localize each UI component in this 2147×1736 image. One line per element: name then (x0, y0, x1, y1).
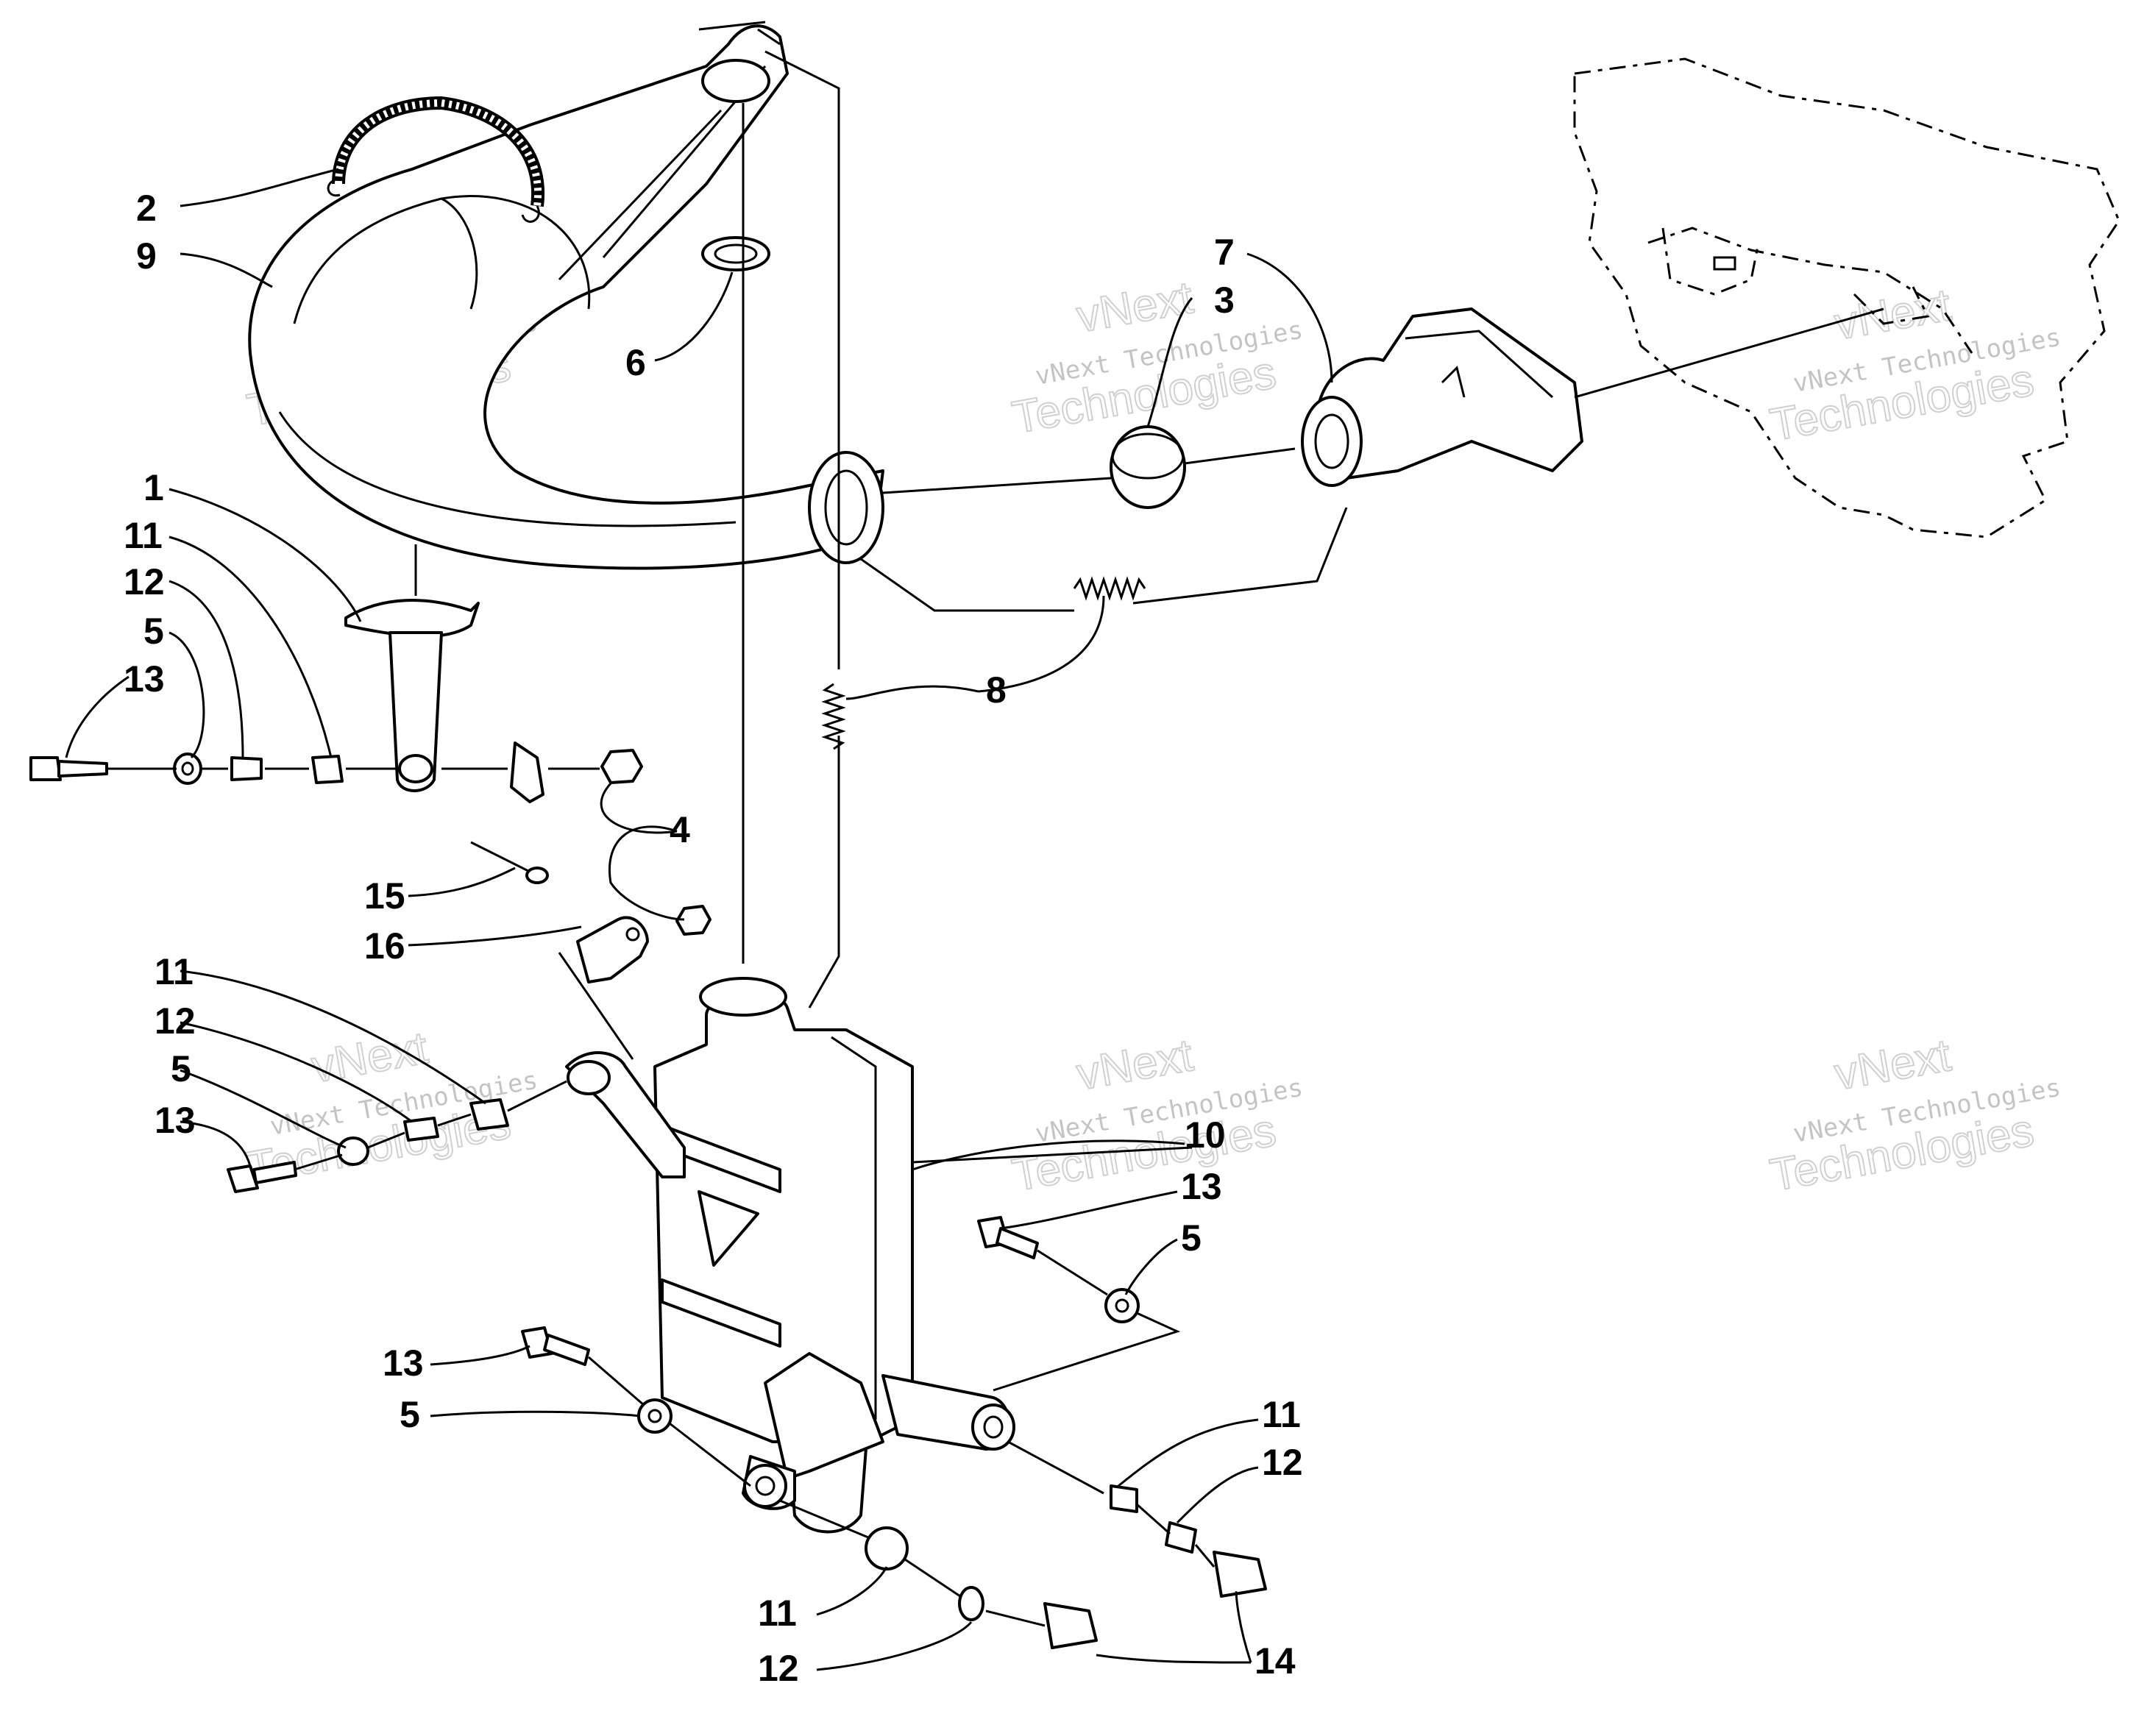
callout-5-upper: 5 (143, 611, 164, 652)
callout-11-upper: 11 (124, 515, 163, 556)
exhaust-springs (821, 576, 1146, 750)
callout-3: 3 (1214, 280, 1235, 321)
svg-text:vNext: vNext (1831, 280, 1954, 349)
exhaust-seal (1110, 425, 1186, 509)
callout-leaders (65, 168, 1333, 1671)
watermark-3: vNext vNext Technologies Technologies (1766, 279, 2063, 452)
callout-13-upper: 13 (124, 658, 165, 700)
exhaust-manifold (1301, 307, 1583, 487)
callout-7: 7 (1214, 232, 1235, 273)
spring-clip (327, 96, 545, 223)
callout-5-right: 5 (1181, 1217, 1202, 1259)
bracket-assembly (470, 841, 711, 983)
watermark-5: vNext vNext Technologies Technologies (1008, 1029, 1305, 1202)
expansion-chamber (248, 21, 884, 570)
callout-1: 1 (143, 467, 164, 508)
callout-13-right: 13 (1181, 1166, 1222, 1207)
callout-11-right: 11 (1262, 1394, 1301, 1435)
watermark-6: vNext vNext Technologies Technologies (1766, 1029, 2063, 1202)
connection-lines (414, 50, 1884, 1164)
callout-4: 4 (670, 809, 690, 850)
callout-12-left: 12 (155, 1000, 196, 1042)
svg-text:vNext: vNext (1831, 1030, 1954, 1100)
left-hardware (227, 1080, 567, 1193)
chamber-bracket (344, 599, 480, 792)
callout-16: 16 (364, 925, 405, 967)
callout-10: 10 (1185, 1114, 1226, 1156)
lower-hardware (521, 1326, 1267, 1649)
callout-6: 6 (625, 342, 646, 383)
svg-text:vNext: vNext (1073, 1030, 1196, 1100)
callout-12-right: 12 (1262, 1442, 1303, 1483)
callout-13-left: 13 (155, 1100, 196, 1141)
callout-5-left: 5 (171, 1048, 191, 1089)
callout-labels: 2 9 7 3 6 1 11 12 5 13 8 4 15 16 11 12 5… (124, 188, 1303, 1689)
grommet (701, 236, 770, 271)
callout-14: 14 (1255, 1640, 1296, 1682)
callout-9: 9 (136, 235, 157, 277)
callout-13-lower: 13 (383, 1342, 424, 1384)
callout-11-left: 11 (155, 951, 194, 992)
watermark-2: vNext vNext Technologies Technologies (1008, 271, 1305, 444)
svg-text:vNext: vNext (1073, 272, 1196, 342)
watermarks: vNext vNext Technologies Technologies vN… (243, 264, 2063, 1202)
callout-15: 15 (364, 875, 405, 917)
callout-12-upper: 12 (124, 561, 165, 602)
upper-hardware (29, 741, 643, 803)
callout-12-lower: 12 (758, 1648, 799, 1689)
muffler (565, 977, 1015, 1534)
callout-5-lower: 5 (400, 1394, 420, 1435)
callout-8: 8 (986, 669, 1007, 711)
engine-outline (1573, 57, 2121, 538)
callout-2: 2 (136, 188, 157, 229)
callout-11-lower: 11 (758, 1593, 797, 1634)
right-hardware (977, 1216, 1181, 1392)
